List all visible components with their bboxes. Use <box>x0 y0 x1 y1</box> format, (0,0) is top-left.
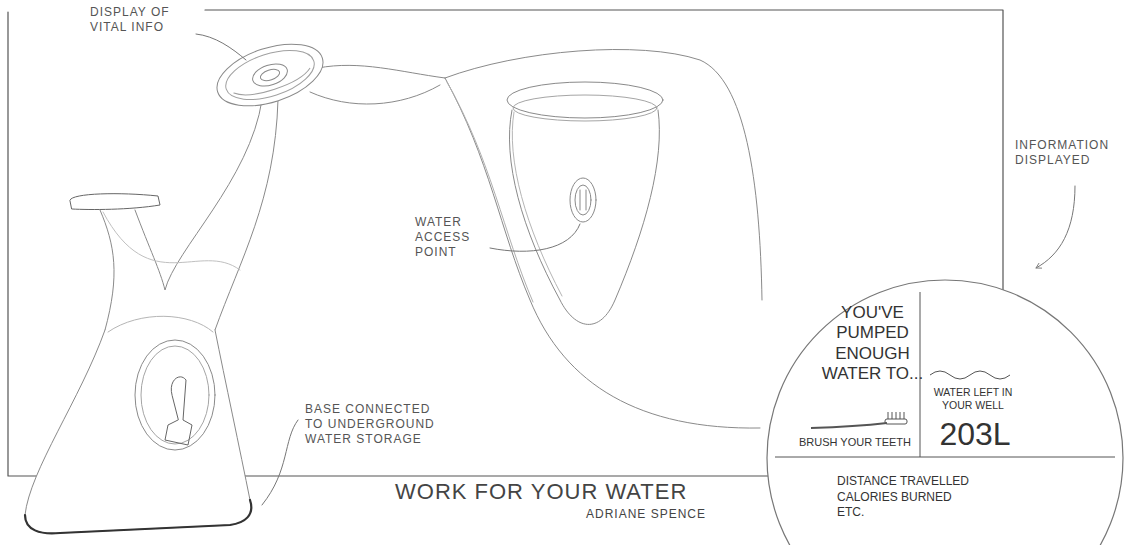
access-slot <box>580 190 586 210</box>
bike-base <box>25 500 251 533</box>
bike-stem <box>215 100 278 330</box>
display-field-label: WATER LEFT IN YOUR WELL <box>927 386 1019 411</box>
display-outline <box>765 278 1125 545</box>
callout-label: BASE CONNECTED TO UNDERGROUND WATER STOR… <box>305 402 441 447</box>
bike-base <box>25 330 251 533</box>
toothbrush-icon <box>811 412 907 428</box>
nozzle-body <box>512 112 562 296</box>
zoom-outline <box>445 50 762 300</box>
divider-line <box>775 457 1115 458</box>
display-value: 203L <box>923 418 1027 452</box>
display-activity: BRUSH YOUR TEETH <box>791 436 919 449</box>
zoom-line <box>318 65 445 78</box>
water-wave <box>930 371 1010 379</box>
nozzle-body <box>509 110 659 324</box>
bike-stem <box>100 210 114 330</box>
base-window <box>141 346 209 444</box>
callout-label: WATER ACCESS POINT <box>415 215 485 260</box>
access-point <box>570 178 596 222</box>
leader-arrow <box>1036 186 1075 268</box>
zoom-line <box>310 85 440 104</box>
bike-base <box>108 316 213 332</box>
bike-seat <box>70 194 160 210</box>
display-circle <box>767 280 1123 545</box>
info-display-circle: YOU'VE PUMPED ENOUGH WATER TO... BRUSH YO… <box>765 278 1125 545</box>
zoom-outline <box>445 78 760 428</box>
nozzle-dome <box>513 95 657 121</box>
leader-line <box>262 420 298 505</box>
leader-line <box>196 34 246 60</box>
display-headline: YOU'VE PUMPED ENOUGH WATER TO... <box>815 303 930 385</box>
base-tap <box>165 377 192 445</box>
access-point <box>575 185 591 215</box>
designer-name: ADRIANE SPENCE <box>520 507 706 521</box>
leader-line <box>490 224 580 251</box>
design-title: WORK FOR YOUR WATER <box>395 479 715 505</box>
bike-stem <box>103 212 240 270</box>
callout-label: DISPLAY OF VITAL INFO <box>90 5 190 35</box>
display-stats: DISTANCE TRAVELLED CALORIES BURNED ETC. <box>837 474 979 521</box>
callout-label: INFORMATION DISPLAYED <box>1015 138 1123 168</box>
base-window <box>135 340 215 450</box>
display-wheel <box>209 32 330 117</box>
display-graphics <box>775 292 1115 457</box>
